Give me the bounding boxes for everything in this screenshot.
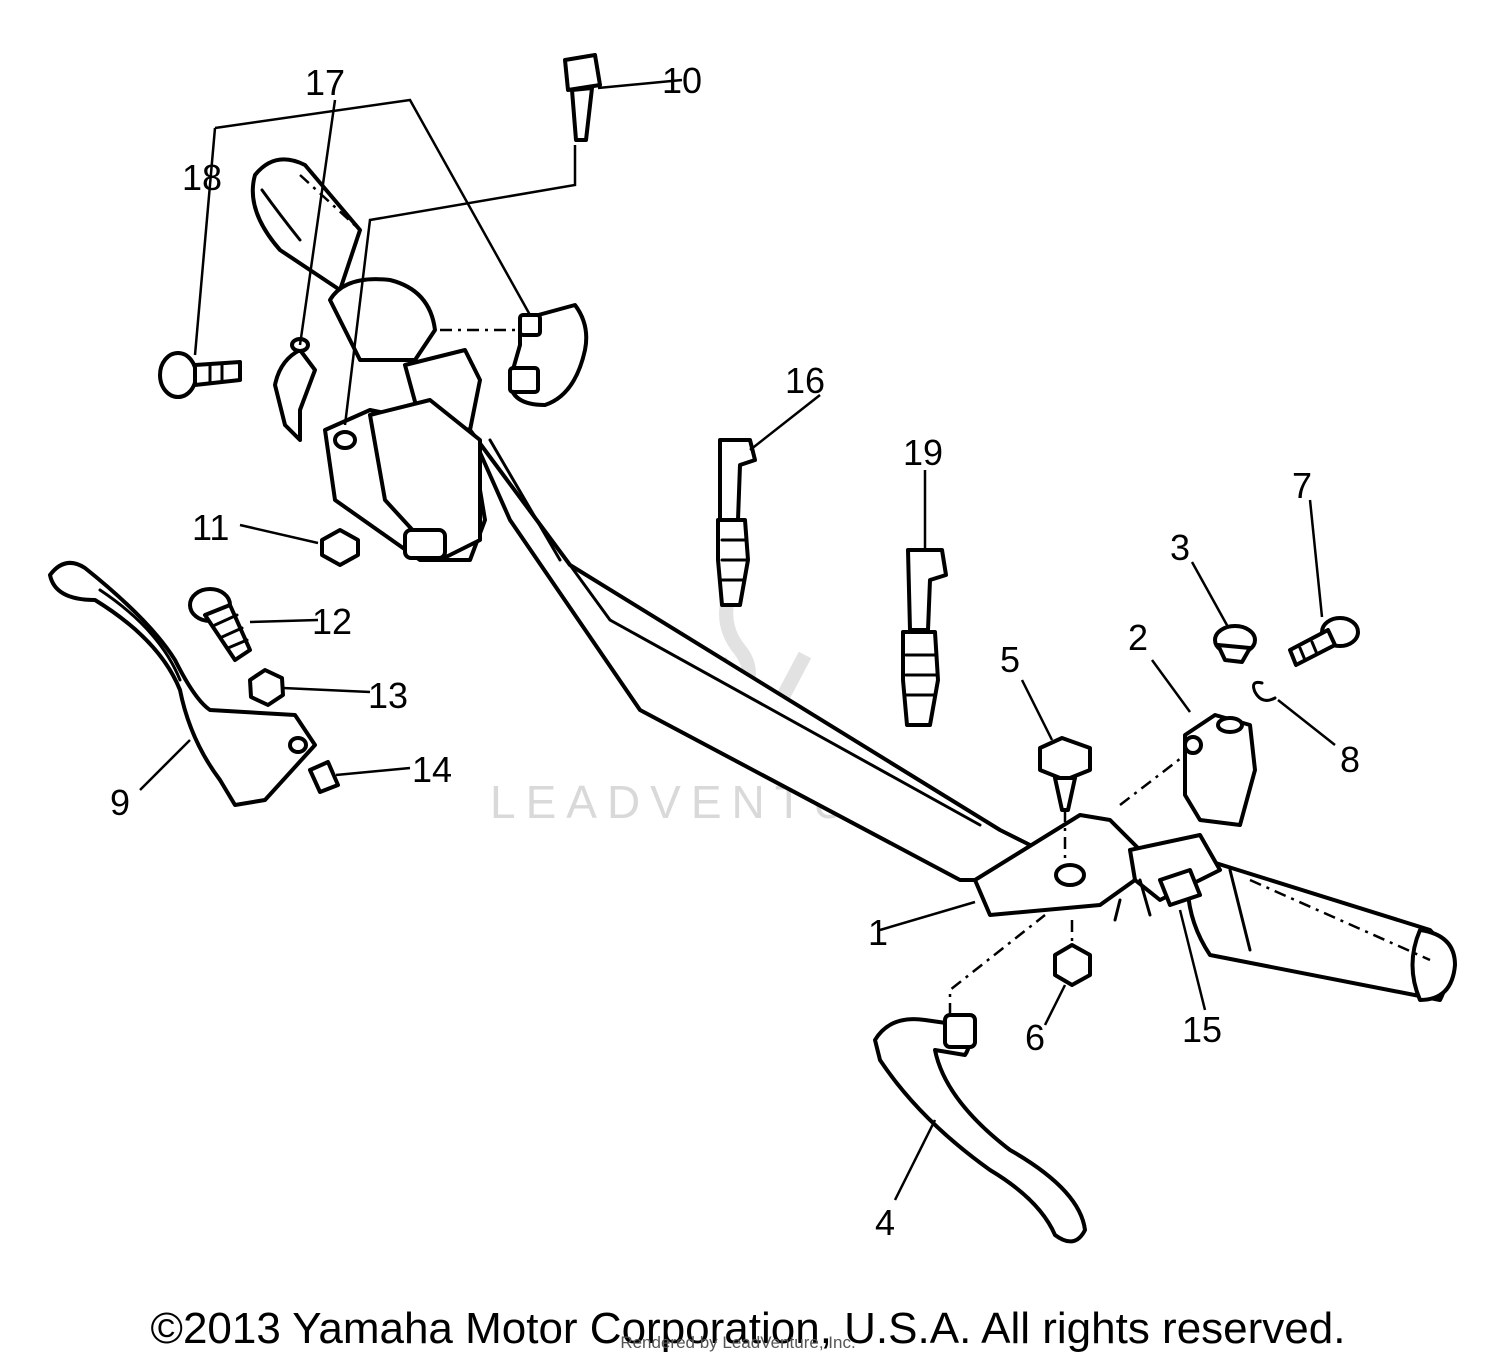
callout-19: 19 (903, 432, 943, 473)
copyright-text: ©2013 Yamaha Motor Corporation, U.S.A. A… (151, 1304, 1346, 1353)
bolt-5 (1038, 736, 1092, 812)
lever-9 (48, 560, 317, 807)
nut-13 (248, 668, 285, 707)
callout-8: 8 (1340, 739, 1360, 780)
master-cylinder (323, 277, 487, 562)
callout-16: 16 (785, 360, 825, 401)
cap-3 (1213, 624, 1257, 664)
callout-12: 12 (312, 601, 352, 642)
callout-1: 1 (868, 912, 888, 953)
callout-5: 5 (1000, 639, 1020, 680)
callout-11: 11 (192, 507, 229, 548)
bolt-10 (563, 53, 602, 142)
rendered-by-text: Rendered by LeadVenture, Inc. (620, 1333, 855, 1352)
callout-4: 4 (875, 1202, 895, 1243)
nut-6 (1053, 943, 1092, 987)
lever-4 (873, 1013, 1087, 1244)
callout-18: 18 (182, 157, 222, 198)
bolt-7 (1288, 616, 1360, 667)
clamp-bracket (273, 337, 317, 442)
callout-2: 2 (1128, 617, 1148, 658)
callout-10: 10 (662, 60, 702, 101)
callout-14: 14 (412, 749, 452, 790)
callout-9: 9 (110, 782, 130, 823)
bolt-12 (188, 587, 252, 662)
callout-13: 13 (368, 675, 408, 716)
lever-holder-1 (973, 813, 1222, 922)
band-19 (901, 548, 948, 727)
callout-3: 3 (1170, 527, 1190, 568)
bolt-18 (158, 351, 242, 399)
holder-clamp-2 (1183, 713, 1257, 827)
left-grip (250, 157, 362, 292)
band-16 (716, 438, 757, 607)
callout-17: 17 (305, 62, 345, 103)
screw-14 (308, 760, 340, 794)
callout-labels: 1 2 3 4 5 6 7 8 9 10 11 12 13 14 15 16 1… (110, 60, 1360, 1243)
right-grip (1185, 853, 1457, 1002)
switch-15 (1158, 868, 1202, 907)
callout-7: 7 (1292, 465, 1312, 506)
leader-lines (139, 78, 1431, 1201)
washer-8 (1252, 680, 1277, 702)
callout-6: 6 (1025, 1017, 1045, 1058)
nut-11 (320, 528, 360, 567)
callout-15: 15 (1182, 1009, 1222, 1050)
master-cylinder-clamp (508, 303, 589, 407)
